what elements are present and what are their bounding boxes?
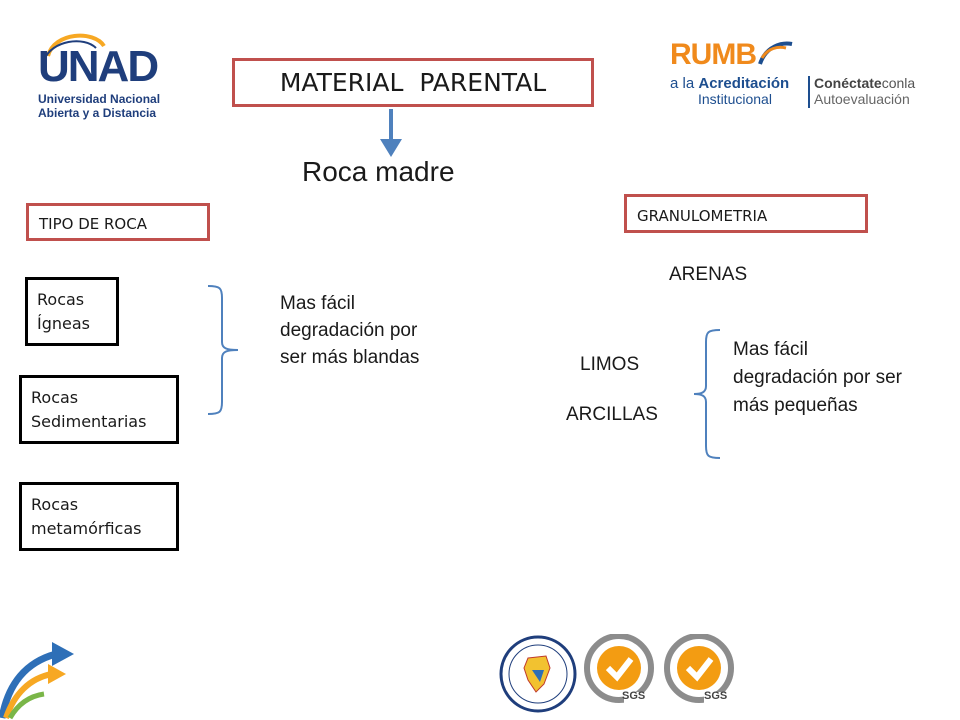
- sgs-seal-2-icon: [664, 634, 734, 708]
- unad-emblem-icon: [43, 33, 106, 61]
- granulometria-box: GRANULOMETRIA: [624, 194, 868, 233]
- unad-line1: Universidad Nacional: [38, 92, 161, 106]
- colombia-certification-seal-icon: [499, 635, 577, 713]
- right-brace-icon: [693, 329, 721, 459]
- rumbo-line1: a la Acreditación: [670, 75, 789, 92]
- rumbo-line1-bold: Acreditación: [698, 75, 790, 92]
- sgs-label-2: SGS: [704, 690, 728, 702]
- left-note: Mas fácil degradación por ser más blanda…: [280, 293, 420, 368]
- tipo-de-roca-label: TIPO DE ROCA: [39, 215, 147, 233]
- rock-box-sedimentarias: Rocas Sedimentarias: [19, 375, 179, 444]
- rumbo-divider: [808, 76, 810, 108]
- granulometria-label: GRANULOMETRIA: [637, 207, 768, 225]
- rumbo-logo: RUMB a la Acreditación Institucional Con…: [668, 38, 938, 110]
- rock-box-metamorficas: Rocas metamórficas: [19, 482, 179, 551]
- rumbo-line1-pre: a la: [670, 75, 699, 92]
- rock-label-igneas: Rocas Ígneas: [37, 290, 90, 333]
- page-title: MATERIAL PARENTAL: [279, 68, 547, 97]
- tipo-de-roca-box: TIPO DE ROCA: [26, 203, 210, 241]
- rumbo-right-line2: Autoevaluación: [814, 91, 910, 107]
- rumbo-right-bold: Conéctate: [814, 75, 882, 91]
- limos-label: LIMOS: [580, 354, 640, 375]
- left-brace-icon: [207, 285, 239, 415]
- rumbo-swoosh-icon: [758, 41, 793, 65]
- rock-box-igneas: Rocas Ígneas: [25, 277, 119, 346]
- rock-label-sedimentarias: Rocas Sedimentarias: [31, 388, 147, 431]
- unad-logo: UNAD Universidad Nacional Abierta y a Di…: [34, 26, 184, 121]
- sgs-label-1: SGS: [622, 690, 646, 702]
- subtitle: Roca madre: [302, 156, 455, 187]
- arcillas-label: ARCILLAS: [566, 404, 658, 425]
- rumbo-line2: Institucional: [698, 91, 772, 107]
- arenas-label: ARENAS: [669, 264, 748, 285]
- rumbo-right-line1: Conéctateconla: [814, 75, 915, 91]
- rumbo-brand: RUMB: [670, 38, 757, 71]
- rock-label-metamorficas: Rocas metamórficas: [31, 495, 142, 538]
- title-box: MATERIAL PARENTAL: [232, 58, 594, 107]
- unad-line2: Abierta y a Distancia: [38, 106, 157, 120]
- down-arrow-icon: [380, 109, 402, 157]
- sgs-seal-1-icon: [584, 634, 654, 708]
- right-note: Mas fácil degradación por ser más pequeñ…: [733, 339, 902, 416]
- decorative-arrows-icon: [0, 642, 74, 720]
- unad-letters: UNAD: [38, 42, 159, 91]
- rumbo-right-rest: conla: [881, 75, 916, 91]
